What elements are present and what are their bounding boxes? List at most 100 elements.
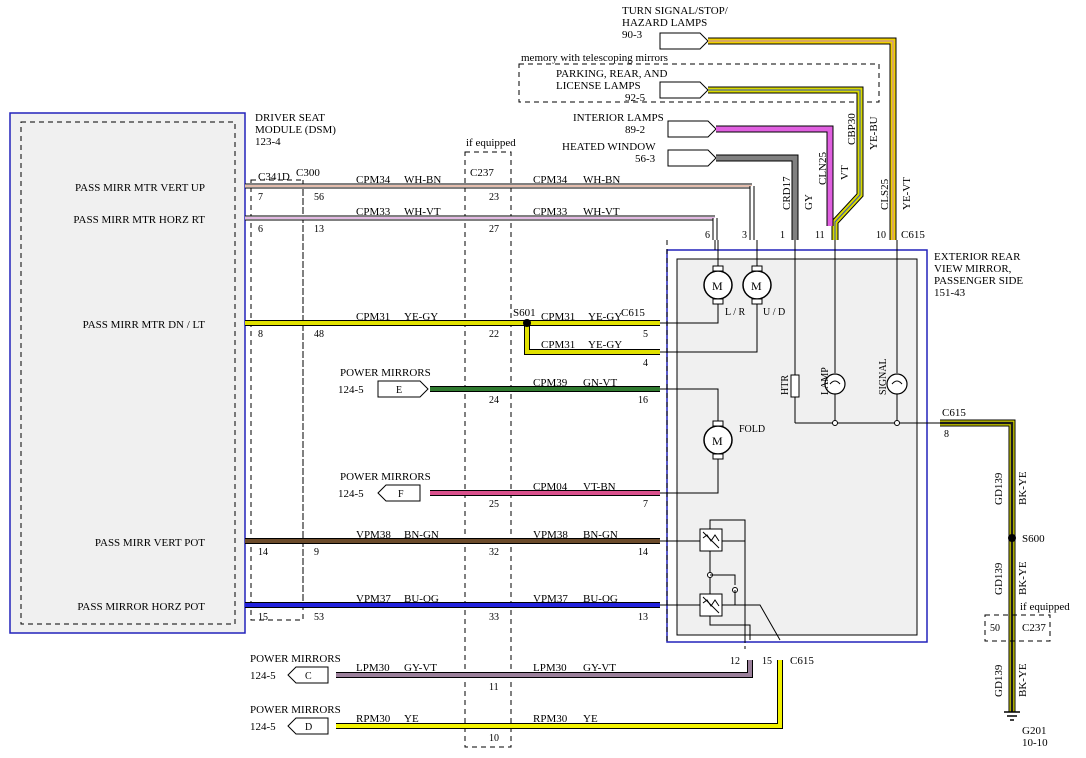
top-pin-11: 11	[815, 230, 825, 241]
dsm-pin-horz-rt: PASS MIRR MTR HORZ RT	[73, 214, 205, 226]
vpm38-circuit-2: VPM38	[533, 529, 568, 541]
cpm33-circuit-1: CPM33	[356, 206, 391, 218]
gnd-c237: C237	[1022, 622, 1046, 634]
rpm30-color-1: YE	[404, 713, 419, 725]
memory-note: memory with telescoping mirrors	[521, 52, 668, 64]
motor-fold	[660, 388, 733, 494]
parking-lamps-2: LICENSE LAMPS	[556, 80, 641, 92]
cpm33-pin-dsm: 6	[258, 224, 263, 235]
gnd-pin-50: 50	[990, 623, 1000, 634]
cpm04-pin-c237: 25	[489, 499, 499, 510]
svg-text:124-5: 124-5	[250, 721, 276, 733]
power-mirrors-f: POWER MIRRORS 124-5 F	[338, 471, 431, 502]
interior-lamps-flag	[667, 120, 717, 138]
rpm30-circuit-2: RPM30	[533, 713, 568, 725]
cpm39-pin-16: 16	[638, 395, 648, 406]
wire-cpm31	[245, 320, 660, 355]
dsm-pin-dn-lt: PASS MIRR MTR DN / LT	[83, 319, 206, 331]
power-mirrors-c: POWER MIRRORS 124-5 C	[250, 653, 341, 684]
vpm37-pin-dsm: 15	[258, 612, 268, 623]
pot-wiring	[707, 519, 781, 650]
svg-text:POWER MIRRORS: POWER MIRRORS	[250, 653, 341, 665]
lpm30-color-1: GY-VT	[404, 662, 437, 674]
lpm30-color-2: GY-VT	[583, 662, 616, 674]
mirror-title-4: 151-43	[934, 287, 966, 299]
parking-lamps-3: 92-5	[625, 92, 646, 104]
vpm37-color-1: BU-OG	[404, 593, 439, 605]
cpm39-circuit: CPM39	[533, 377, 568, 389]
svg-text:POWER MIRRORS: POWER MIRRORS	[340, 367, 431, 379]
parking-lamps-1: PARKING, REAR, AND	[556, 68, 668, 80]
gnd-circuit-1: GD139	[993, 472, 1005, 505]
gnd-color-2: BK-YE	[1017, 561, 1029, 595]
top-pin-1: 1	[780, 230, 785, 241]
cpm33-pin-c237: 27	[489, 224, 499, 235]
crd17-color: GY	[803, 194, 815, 210]
gnd-color-1: BK-YE	[1017, 471, 1029, 505]
lamp-label: LAMP	[820, 367, 831, 395]
ground-symbol	[1004, 711, 1020, 721]
cpm39-color: GN-VT	[583, 377, 617, 389]
lpm30-circuit-1: LPM30	[356, 662, 390, 674]
bottom-c615: C615	[790, 655, 814, 667]
cpm31b-color: YE-GY	[588, 339, 622, 351]
vpm37-pin-c237: 33	[489, 612, 499, 623]
mirror-title-2: VIEW MIRROR,	[934, 263, 1012, 275]
vpm38-pin-c300: 9	[314, 547, 319, 558]
turn-lamps-3: 90-3	[622, 29, 643, 41]
motor-ud	[660, 240, 772, 353]
g201-ref: 10-10	[1022, 737, 1048, 749]
cpm04-color: VT-BN	[583, 481, 616, 493]
wire-cpm34	[245, 183, 755, 240]
svg-text:124-5: 124-5	[338, 488, 364, 500]
wire-crd17	[716, 154, 799, 240]
svg-text:124-5: 124-5	[338, 384, 364, 396]
cpm34-color-1: WH-BN	[404, 174, 441, 186]
motor-lr-m: M	[712, 279, 723, 293]
g201-label: G201	[1022, 725, 1046, 737]
power-mirrors-d: POWER MIRRORS 124-5 D	[250, 704, 341, 735]
gnd-c615: C615	[942, 407, 966, 419]
motor-fold-label: FOLD	[739, 424, 765, 435]
cpm34-circuit-1: CPM34	[356, 174, 391, 186]
lpm30-pin-12: 12	[730, 656, 740, 667]
cpm34-color-2: WH-BN	[583, 174, 620, 186]
vpm38-circuit-1: VPM38	[356, 529, 391, 541]
cpm31-c615: C615	[621, 307, 645, 319]
wire-gd139	[940, 419, 1016, 712]
svg-text:D: D	[305, 722, 312, 733]
power-mirrors-e: POWER MIRRORS 124-5 E	[338, 367, 431, 398]
vpm37-pin-mirror: 13	[638, 612, 648, 623]
cbp30-label: CBP30	[846, 113, 858, 145]
svg-text:E: E	[396, 385, 402, 396]
motor-lr	[660, 240, 733, 324]
rpm30-color-2: YE	[583, 713, 598, 725]
signal-label: SIGNAL	[878, 358, 889, 395]
turn-lamps-1: TURN SIGNAL/STOP/	[622, 5, 729, 17]
vpm37-color-2: BU-OG	[583, 593, 618, 605]
c341d-label: C341D	[258, 171, 290, 183]
cpm31-circuit-1: CPM31	[356, 311, 390, 323]
s601-splice	[523, 319, 531, 327]
cpm31-color-1: YE-GY	[404, 311, 438, 323]
gnd-c237-note: if equipped	[1020, 601, 1070, 613]
vpm38-color-1: BN-GN	[404, 529, 439, 541]
cpm31b-circuit: CPM31	[541, 339, 575, 351]
cln25-label: CLN25	[817, 152, 829, 186]
cls25-color: YE-VT	[901, 177, 913, 210]
cpm34-pin-c237: 23	[489, 192, 499, 203]
heater-element	[790, 240, 800, 423]
gnd-circuit-3: GD139	[993, 664, 1005, 697]
wire-cbp30	[708, 86, 864, 240]
cpm34-pin-dsm: 7	[258, 192, 263, 203]
cpm34-pin-c300: 56	[314, 192, 324, 203]
signal-bulb	[886, 240, 908, 423]
connector-c237-outline	[464, 151, 512, 748]
vpm37-pin-c300: 53	[314, 612, 324, 623]
cpm31-circuit-2: CPM31	[541, 311, 575, 323]
ground-bus-node-1	[832, 420, 838, 426]
vpm38-color-2: BN-GN	[583, 529, 618, 541]
dsm-pin-vert-up: PASS MIRR MTR VERT UP	[75, 182, 205, 194]
heated-window-2: 56-3	[635, 153, 656, 165]
s600-label: S600	[1022, 533, 1045, 545]
